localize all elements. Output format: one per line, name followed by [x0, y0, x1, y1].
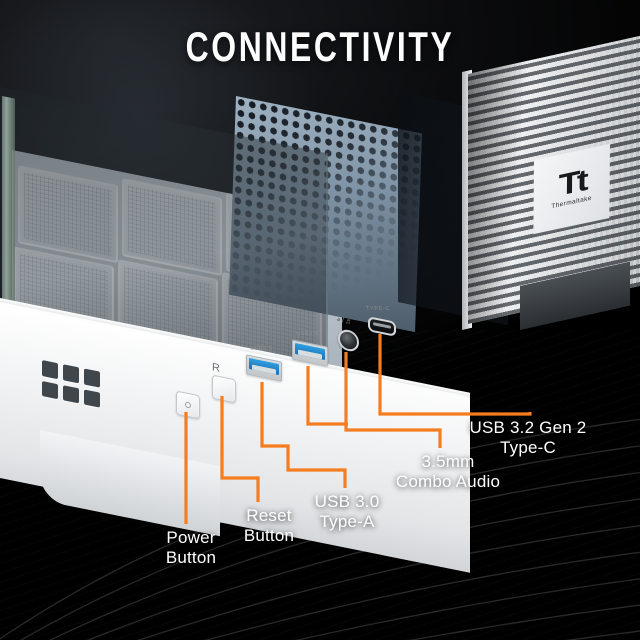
leader-audio: [344, 352, 442, 448]
callout-label-usb-a: USB 3.0 Type-A: [314, 492, 380, 531]
leader-reset: [220, 396, 260, 502]
leader-usb-a-2: [306, 366, 348, 426]
leader-type-c: [378, 334, 532, 416]
leader-usb-a: [260, 382, 347, 488]
callout-label-power: Power Button: [165, 528, 217, 567]
page-title: CONNECTIVITY: [185, 23, 455, 70]
callout-label-reset: Reset Button: [243, 506, 295, 545]
callout-label-type-c: USB 3.2 Gen 2 Type-C: [469, 418, 587, 457]
callout-label-audio: 3.5mm Combo Audio: [395, 452, 501, 491]
